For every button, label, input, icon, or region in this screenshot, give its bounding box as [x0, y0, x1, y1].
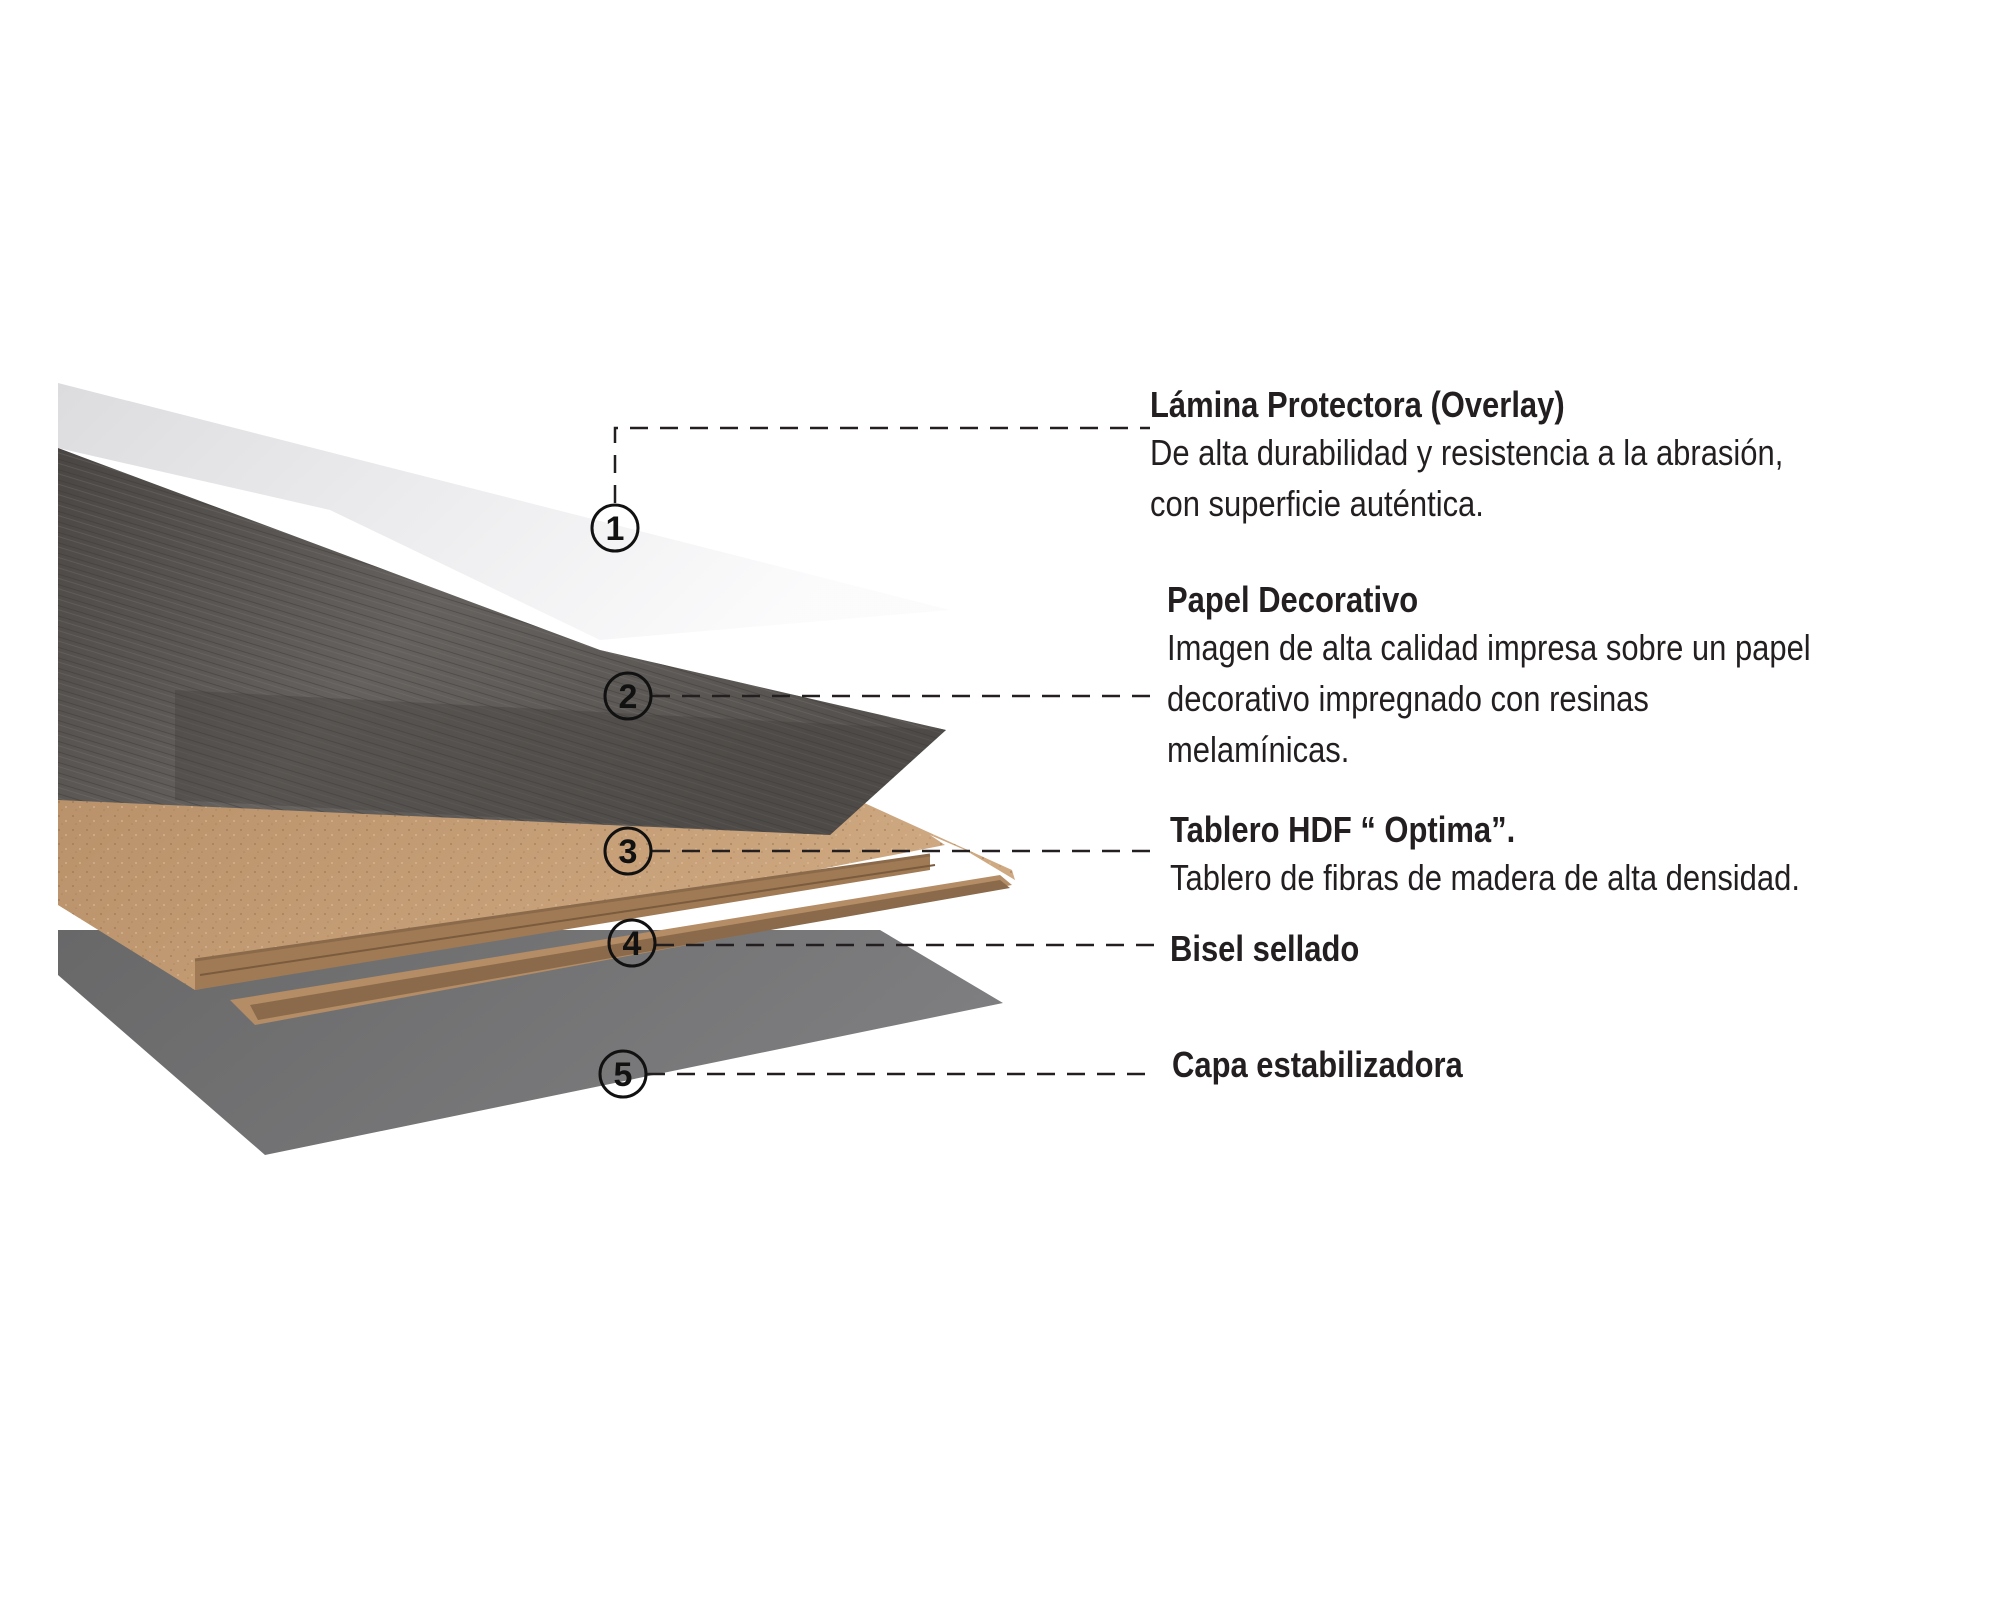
label-stabilizer: Capa estabilizadora	[1172, 1043, 1510, 1087]
label-overlay-description: De alta durabilidad y resistencia a la a…	[1150, 427, 1783, 529]
marker-4-number: 4	[623, 925, 642, 963]
label-decor-paper: Papel Decorativo Imagen de alta calidad …	[1167, 578, 1915, 775]
label-hdf-board: Tablero HDF “ Optima”. Tablero de fibras…	[1170, 808, 1902, 903]
label-overlay-desc-line: De alta durabilidad y resistencia a la a…	[1150, 432, 1784, 473]
marker-3: 3	[603, 826, 653, 876]
label-overlay-title: Lámina Protectora (Overlay)	[1150, 384, 1565, 425]
label-decor-paper-desc-line: Imagen de alta calidad impresa sobre un …	[1167, 627, 1811, 668]
label-decor-paper-title: Papel Decorativo	[1167, 579, 1419, 620]
marker-1-number: 1	[606, 510, 625, 548]
label-sealed-bevel: Bisel sellado	[1170, 927, 1390, 971]
overlay-layer	[58, 383, 950, 640]
label-decor-paper-description: Imagen de alta calidad impresa sobre un …	[1167, 622, 1811, 775]
marker-5: 5	[598, 1049, 648, 1099]
label-sealed-bevel-title: Bisel sellado	[1170, 928, 1360, 969]
label-overlay-desc-line: con superficie auténtica.	[1150, 483, 1484, 524]
label-overlay: Lámina Protectora (Overlay) De alta dura…	[1150, 383, 1886, 529]
decor-paper-layer	[58, 448, 946, 835]
label-stabilizer-title: Capa estabilizadora	[1172, 1044, 1463, 1085]
marker-2-number: 2	[619, 678, 638, 716]
label-decor-paper-desc-line: melamínicas.	[1167, 729, 1350, 770]
label-hdf-board-desc-line: Tablero de fibras de madera de alta dens…	[1170, 857, 1800, 898]
marker-1: 1	[590, 503, 640, 553]
label-hdf-board-description: Tablero de fibras de madera de alta dens…	[1170, 852, 1800, 903]
stabilizer-layer	[58, 930, 1003, 1155]
marker-5-number: 5	[614, 1056, 633, 1094]
marker-2: 2	[603, 671, 653, 721]
marker-4: 4	[607, 918, 657, 968]
leader-line-1	[613, 426, 1150, 503]
label-hdf-board-title: Tablero HDF “ Optima”.	[1170, 809, 1516, 850]
marker-3-number: 3	[619, 833, 638, 871]
leader-lines	[613, 426, 1155, 1076]
label-decor-paper-desc-line: decorativo impregnado con resinas	[1167, 678, 1649, 719]
